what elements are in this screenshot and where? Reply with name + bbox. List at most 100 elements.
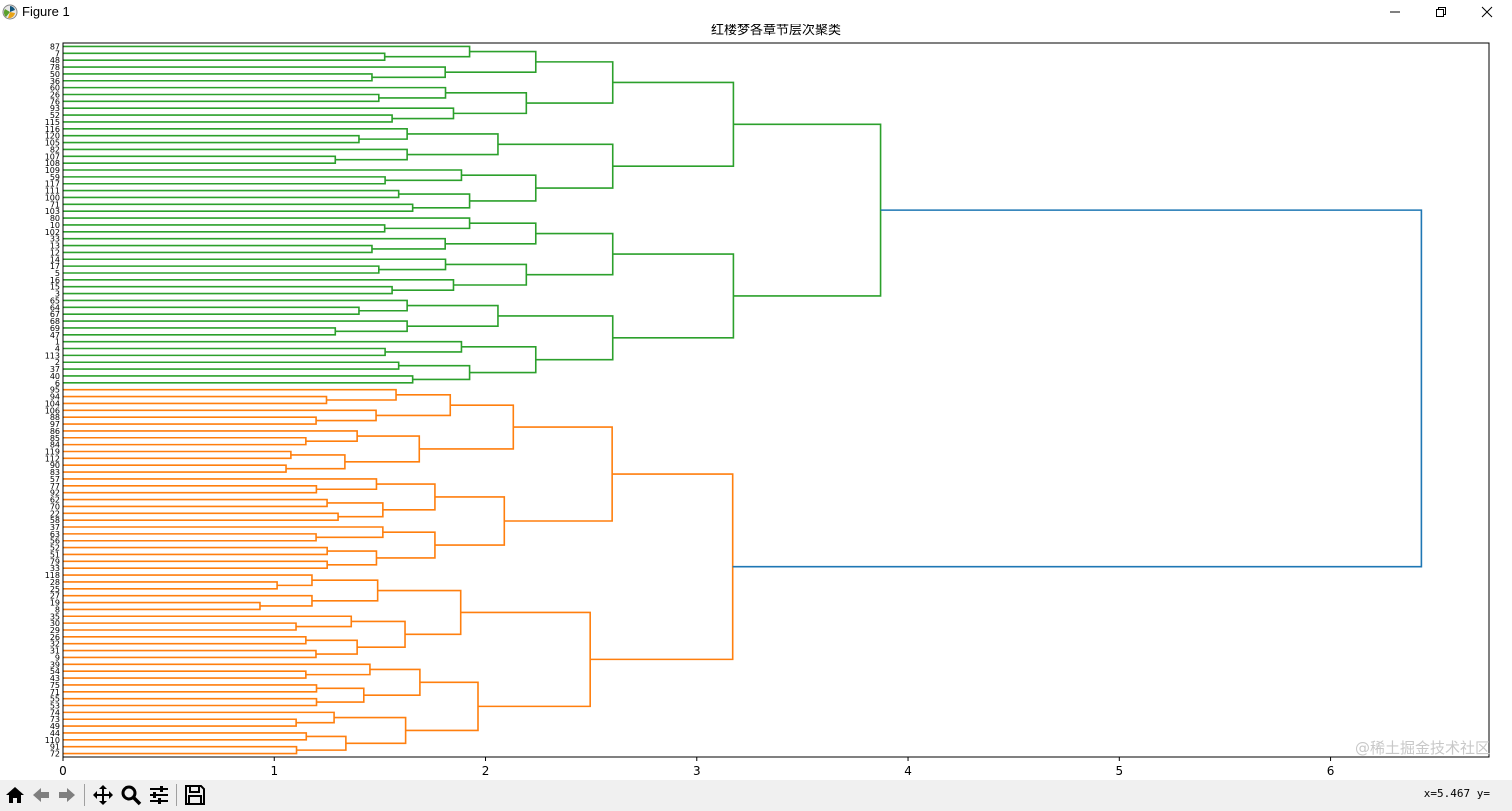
leaf-label: 56: [50, 537, 60, 546]
configure-subplots-button[interactable]: [147, 783, 171, 807]
dendrogram-link: [63, 285, 393, 295]
leaf-label: 43: [50, 674, 60, 683]
dendrogram-link: [63, 128, 408, 140]
save-icon: [185, 785, 205, 805]
dendrogram-link: [327, 550, 378, 566]
home-button[interactable]: [3, 783, 27, 807]
dendrogram-link: [63, 93, 380, 103]
leaf-label: 79: [50, 557, 60, 566]
dendrogram-link: [311, 579, 379, 602]
dendrogram-link: [63, 574, 313, 587]
dendrogram-link: [497, 315, 614, 361]
dendrogram-link: [63, 436, 307, 446]
dendrogram-link: [63, 670, 307, 679]
minimize-button[interactable]: [1372, 0, 1418, 24]
leaf-label: 17: [50, 262, 60, 271]
leaf-label: 115: [45, 118, 60, 127]
leaf-label: 53: [50, 702, 60, 711]
dendrogram-link: [445, 263, 528, 286]
leaf-label: 86: [50, 427, 60, 436]
x-tick-label: 4: [904, 764, 912, 778]
leaf-label: 118: [45, 571, 60, 580]
dendrogram-link: [63, 258, 447, 271]
dendrogram-link: [63, 430, 358, 442]
dendrogram-link: [63, 581, 278, 590]
dendrogram-link: [504, 426, 613, 522]
leaf-label: 50: [50, 70, 60, 79]
dendrogram-link: [63, 189, 400, 199]
pan-button[interactable]: [91, 783, 115, 807]
leaf-label: 77: [50, 482, 60, 491]
dendrogram-link: [63, 649, 317, 659]
leaf-label: 112: [45, 454, 60, 463]
dendrogram-link: [351, 620, 406, 648]
leaf-label: 35: [50, 612, 60, 621]
dendrogram-link: [63, 265, 380, 274]
dendrogram-link: [63, 176, 386, 185]
dendrogram-link: [63, 450, 292, 460]
leaf-label: 55: [50, 695, 60, 704]
leaf-label: 58: [50, 516, 60, 525]
dendrogram-link: [461, 174, 537, 202]
dendrogram-link: [63, 320, 408, 333]
back-arrow-icon: [33, 788, 49, 802]
close-icon: [1481, 6, 1493, 18]
dendrogram-link: [344, 435, 421, 463]
leaf-label: 52: [50, 544, 60, 553]
zoom-button[interactable]: [119, 783, 143, 807]
dendrogram-link: [63, 718, 297, 727]
leaf-label: 107: [45, 152, 60, 161]
dendrogram-link: [612, 253, 735, 339]
leaf-label: 48: [50, 56, 60, 65]
dendrogram-link: [63, 485, 318, 494]
dendrogram-link: [63, 745, 298, 755]
dendrogram-link: [327, 502, 384, 518]
leaf-label: 69: [50, 324, 60, 333]
leaf-label: 59: [50, 173, 60, 182]
dendrogram-link: [63, 155, 337, 164]
dendrogram-link: [63, 533, 317, 542]
back-button[interactable]: [29, 783, 53, 807]
close-button[interactable]: [1464, 0, 1510, 24]
leaf-label: 39: [50, 660, 60, 669]
leaf-label: 108: [45, 159, 60, 168]
dendrogram-link: [63, 594, 313, 607]
save-button[interactable]: [183, 783, 207, 807]
dendrogram-link: [286, 454, 346, 470]
dendrogram-link: [377, 589, 462, 636]
leaf-label: 73: [50, 715, 60, 724]
leaf-label: 44: [50, 729, 60, 738]
dendrogram-link: [63, 347, 386, 357]
leaf-label: 51: [50, 550, 60, 559]
leaf-label: 57: [50, 475, 60, 484]
x-tick-label: 3: [693, 764, 701, 778]
dendrogram-link: [63, 244, 373, 254]
leaf-label: 71: [50, 200, 60, 209]
matplotlib-figure-icon: [2, 4, 18, 20]
dendrogram-link: [63, 546, 328, 556]
leaf-label: 116: [45, 125, 60, 134]
dendrogram-link: [405, 681, 479, 732]
dendrogram-link: [63, 340, 463, 353]
pan-icon: [93, 785, 113, 805]
leaf-label: 119: [45, 447, 60, 456]
dendrogram-link: [63, 388, 397, 401]
leaf-label: 68: [50, 317, 60, 326]
dendrogram-link: [63, 732, 308, 741]
dendrogram-link: [63, 395, 328, 405]
dendrogram-link: [63, 169, 463, 182]
forward-arrow-icon: [59, 788, 75, 802]
leaf-label: 67: [50, 310, 60, 319]
plot-frame: [62, 42, 1490, 758]
dendrogram-link: [63, 697, 318, 707]
leaf-label: 29: [50, 626, 60, 635]
dendrogram-link: [445, 222, 537, 245]
leaf-label: 78: [50, 63, 60, 72]
restore-button[interactable]: [1418, 0, 1464, 24]
dendrogram-link: [445, 50, 537, 73]
leaf-label: 19: [50, 599, 60, 608]
dendrogram-link: [376, 483, 436, 511]
forward-button[interactable]: [55, 783, 79, 807]
leaf-label: 110: [45, 736, 60, 745]
